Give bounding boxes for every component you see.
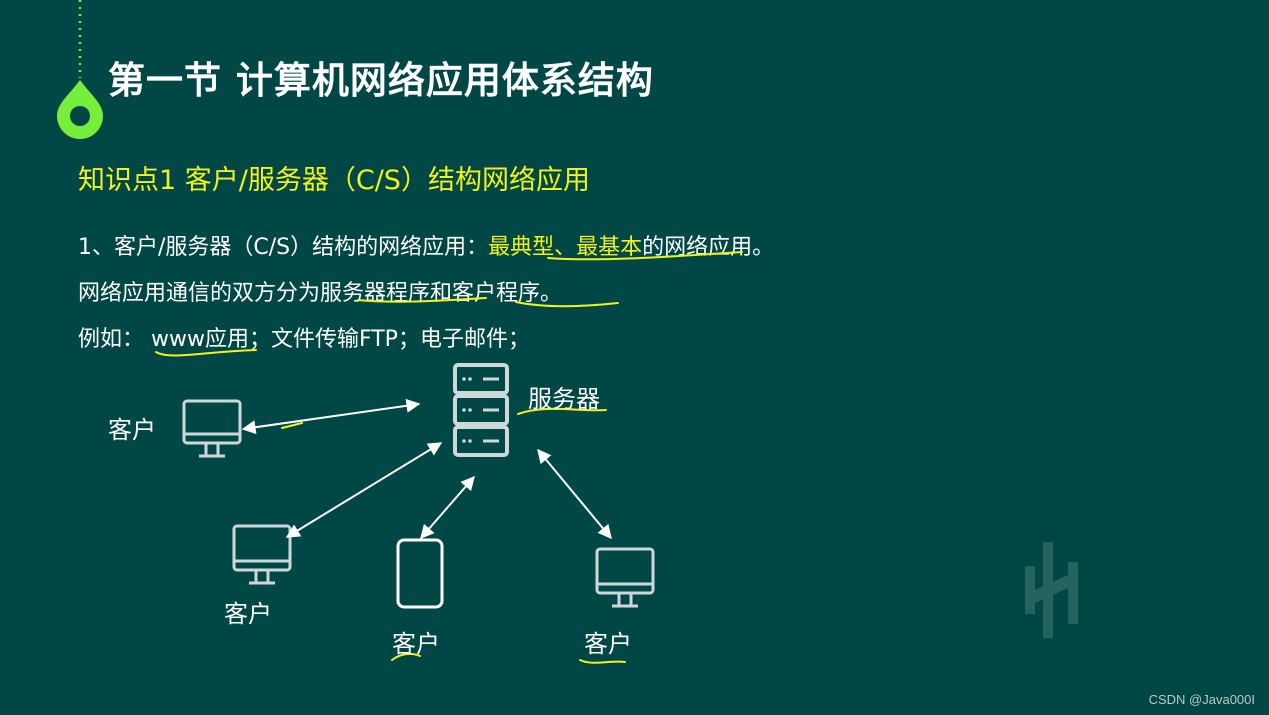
client-label-1: 客户 [108,416,156,444]
client-monitor-icon-4 [595,547,655,608]
client-label-3: 客户 [392,630,440,658]
watermark-credit: CSDN @Java000I [1148,692,1255,707]
text-line-3: 例如： www应用；文件传输FTP；电子邮件； [78,327,530,352]
header-decoration [57,0,103,139]
client-label-4: 客户 [584,630,632,658]
line1-prefix: 1、客户/服务器（C/S）结构的网络应用： [78,235,489,260]
arrow-client3-server [420,475,475,540]
client-phone-icon [396,538,444,609]
arrow-client1-server [241,398,421,435]
text-line-2: 网络应用通信的双方分为服务器程序和客户程序。 [78,281,563,306]
page-title: 第一节 计算机网络应用体系结构 [108,59,654,102]
client-monitor-icon-1 [182,399,242,458]
section-subtitle: 知识点1 客户/服务器（C/S）结构网络应用 [78,165,590,196]
server-label: 服务器 [528,385,600,413]
line1-highlight: 最典型、最基本 [488,235,643,260]
server-icon [453,363,509,457]
client-monitor-icon-2 [232,524,292,585]
arrow-client2-server [285,442,443,538]
watermark-logo-icon [1025,542,1078,638]
client-label-2: 客户 [224,600,272,628]
arrow-client4-server [537,448,612,540]
